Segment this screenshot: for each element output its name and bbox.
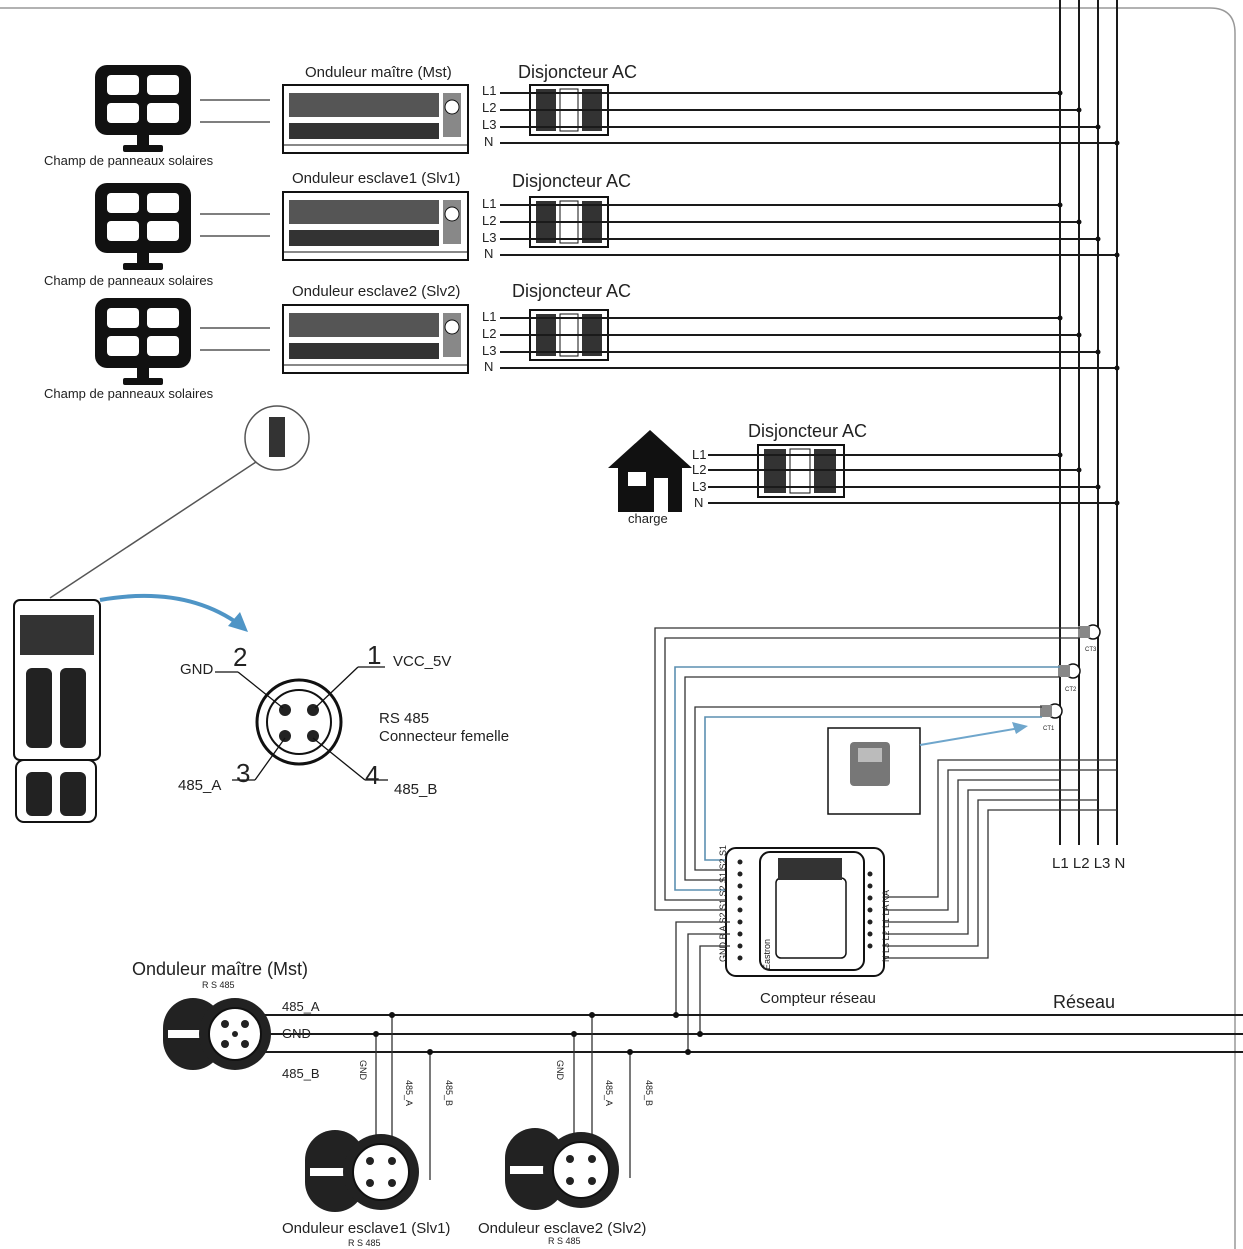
solar-panel-icon	[95, 298, 191, 385]
meter-rs485-wiring	[675, 921, 730, 1052]
slave2-title: Onduleur esclave2 (Slv2)	[478, 1220, 646, 1237]
term-l1: L1	[482, 83, 496, 98]
term-l2: L2	[482, 326, 496, 341]
rs485-bus	[262, 1012, 1243, 1055]
ct-clamps	[1040, 624, 1101, 719]
master-rs485-connector	[163, 998, 271, 1070]
term-l1: L1	[692, 447, 706, 462]
connector-detail	[13, 405, 388, 823]
grid-meter	[725, 847, 885, 977]
pin-2-name: GND	[180, 661, 214, 678]
load-section: charge Disjoncteur AC L1 L2 L3 N	[608, 421, 1117, 526]
inverter-unit-icon	[282, 304, 469, 374]
term-l2: L2	[482, 100, 496, 115]
inverter-row-master: Champ de panneaux solaires Onduleur maît…	[44, 62, 1117, 168]
meter-label: Compteur réseau	[760, 990, 876, 1007]
frame-border	[0, 7, 1236, 1249]
meter-brand: Eastron	[762, 939, 772, 970]
term-l3: L3	[482, 230, 496, 245]
bus-label: L1 L2 L3 N	[1052, 855, 1125, 872]
inverter-row-slave2: Champ de panneaux solaires Onduleur escl…	[44, 281, 1117, 401]
solar-panel-icon	[95, 183, 191, 270]
bus-line-485a: 485_A	[282, 999, 320, 1014]
connector-title-2: Connecteur femelle	[379, 728, 509, 745]
pin-3-number: 3	[236, 758, 250, 788]
ct2-label: CT2	[1065, 687, 1077, 693]
term-n: N	[484, 134, 493, 149]
inverter-unit-icon	[282, 191, 469, 261]
slave2-drop-485b: 485_B	[644, 1080, 654, 1106]
pv-array-label: Champ de panneaux solaires	[44, 386, 214, 401]
term-l1: L1	[482, 309, 496, 324]
slave2-drop-485a: 485_A	[604, 1080, 614, 1106]
slave1-sub: R S 485	[348, 1238, 381, 1248]
slave2-drops	[571, 1012, 633, 1178]
pin-4-number: 4	[365, 760, 379, 790]
slave1-rs485-connector	[305, 1130, 419, 1212]
inverter-breaker-label: Disjoncteur AC	[512, 171, 631, 191]
pin-4-name: 485_B	[394, 781, 437, 798]
pin-1-name: VCC_5V	[393, 653, 451, 670]
term-n: N	[484, 359, 493, 374]
solar-panel-icon	[95, 65, 191, 152]
meter-right-terminals: N L3 L2 L1 LA NA	[881, 890, 891, 962]
load-breaker-label: Disjoncteur AC	[748, 421, 867, 441]
grid-label: Réseau	[1053, 992, 1115, 1012]
inverter-title: Onduleur esclave1 (Slv1)	[292, 170, 460, 187]
pv-array-label: Champ de panneaux solaires	[44, 153, 214, 168]
slave1-title: Onduleur esclave1 (Slv1)	[282, 1220, 450, 1237]
slave1-drop-485a: 485_A	[404, 1080, 414, 1106]
bus-line-485b: 485_B	[282, 1066, 320, 1081]
meter-ac-wiring	[880, 759, 1117, 959]
ct1-label: CT1	[1043, 726, 1055, 732]
term-l2: L2	[482, 213, 496, 228]
load-label: charge	[628, 511, 668, 526]
term-l3: L3	[482, 117, 496, 132]
slave1-drops	[373, 1012, 433, 1180]
pin-1-number: 1	[367, 640, 381, 670]
inverter-row-slave1: Champ de panneaux solaires Onduleur escl…	[44, 170, 1117, 288]
master-sub: R S 485	[202, 980, 235, 990]
slave1-drop-gnd: GND	[358, 1060, 368, 1081]
term-l1: L1	[482, 196, 496, 211]
term-n: N	[484, 246, 493, 261]
term-l3: L3	[692, 479, 706, 494]
term-n: N	[694, 495, 703, 510]
ct-leads	[654, 627, 1080, 911]
house-icon	[608, 430, 692, 512]
slave2-sub: R S 485	[548, 1236, 581, 1246]
master-title: Onduleur maître (Mst)	[132, 959, 308, 979]
ct-photo-inset	[827, 722, 1028, 815]
slave2-drop-gnd: GND	[555, 1060, 565, 1081]
connector-title-1: RS 485	[379, 710, 429, 727]
inverter-unit-icon	[282, 84, 469, 154]
term-l2: L2	[692, 462, 706, 477]
inverter-breaker-label: Disjoncteur AC	[518, 62, 637, 82]
pin-3-name: 485_A	[178, 777, 221, 794]
bus-junctions	[1057, 90, 1120, 506]
slave2-rs485-connector	[505, 1128, 619, 1210]
term-l3: L3	[482, 343, 496, 358]
bus-line-gnd: GND	[282, 1026, 311, 1041]
inverter-breaker-label: Disjoncteur AC	[512, 281, 631, 301]
meter-left-terminals: GND B A S2 S1 S2 S1 S2 S1	[718, 845, 728, 962]
inverter-title: Onduleur esclave2 (Slv2)	[292, 283, 460, 300]
pv-array-label: Champ de panneaux solaires	[44, 273, 214, 288]
inverter-title: Onduleur maître (Mst)	[305, 64, 452, 81]
pin-2-number: 2	[233, 642, 247, 672]
slave1-drop-485b: 485_B	[444, 1080, 454, 1106]
ct3-label: CT3	[1085, 647, 1097, 653]
